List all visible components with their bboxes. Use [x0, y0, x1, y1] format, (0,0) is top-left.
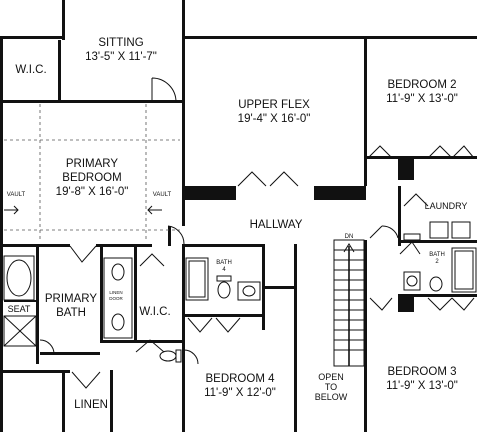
bath4-label-2: 4	[222, 267, 226, 273]
bath4-toilet	[217, 281, 231, 299]
dryer	[451, 221, 471, 239]
staircase	[333, 239, 365, 367]
doors	[39, 77, 475, 389]
primary-bedroom-label-2: BEDROOM	[62, 172, 121, 184]
seat-label: SEAT	[8, 304, 31, 314]
open-below-line2: TO	[325, 382, 337, 392]
linen-small-label: LINEN	[109, 290, 122, 295]
room-labels: W.I.C. SITTING 13'-5" X 11'-7" UPPER FLE…	[7, 37, 468, 411]
sitting-dims: 13'-5" X 11'-7"	[85, 51, 157, 63]
bedroom3-dims: 11'-9" X 13'-0"	[386, 380, 458, 392]
bedroom4-dims: 11'-9" X 12'-0"	[204, 387, 276, 399]
linen-label: LINEN	[74, 399, 108, 411]
wic-top-label: W.I.C.	[15, 64, 46, 76]
bath2-toilet	[429, 276, 443, 292]
primary-bath-label-1: PRIMARY	[45, 293, 98, 305]
wic-bath-label: W.I.C.	[139, 306, 170, 318]
laundry-label: LAUNDRY	[425, 201, 468, 211]
primary-bedroom-dims: 19'-8" X 16'-0"	[56, 186, 129, 198]
fixtures	[3, 205, 477, 367]
vault-right-label: VAULT	[153, 192, 172, 198]
open-below-line3: BELOW	[315, 392, 348, 402]
bath2-label-2: 2	[435, 259, 439, 265]
bath4-label-1: BATH	[216, 260, 232, 266]
bedroom2-label: BEDROOM 2	[387, 79, 456, 91]
open-below-line1: OPEN	[318, 372, 344, 382]
upper-flex-label: UPPER FLEX	[238, 99, 310, 111]
upper-flex-dims: 19'-4" X 16'-0"	[238, 113, 311, 125]
vault-left-label: VAULT	[7, 192, 26, 198]
bath2-label-1: BATH	[429, 252, 445, 258]
primary-bath-label-2: BATH	[56, 307, 86, 319]
door-small-label: DOOR	[109, 296, 123, 301]
washer	[429, 221, 449, 239]
bedroom3-label: BEDROOM 3	[387, 366, 456, 378]
hallway-label: HALLWAY	[250, 219, 303, 231]
bedroom4-label: BEDROOM 4	[205, 373, 275, 385]
vault-lines	[4, 104, 180, 242]
primary-bedroom-label-1: PRIMARY	[66, 158, 119, 170]
sitting-label: SITTING	[98, 37, 143, 49]
toilet	[159, 350, 177, 362]
bedroom2-dims: 11'-9" X 13'-0"	[386, 93, 458, 105]
stair-dn-label: DN	[345, 234, 354, 240]
